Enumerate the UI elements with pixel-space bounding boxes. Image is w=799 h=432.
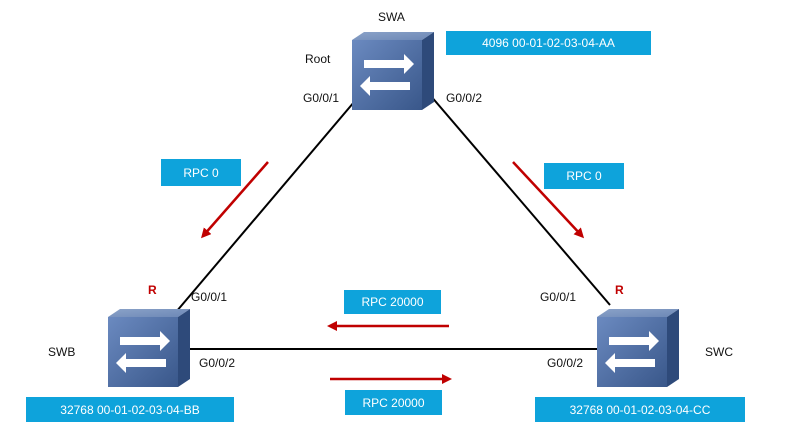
swa-port2: G0/0/2 [446, 91, 483, 105]
arrow-swa-to-swb [201, 161, 269, 239]
swc-port2: G0/0/2 [547, 356, 584, 370]
switch-icon [108, 309, 190, 387]
rpc-label-swa-swc: RPC 0 [544, 163, 624, 189]
rpc-label-swa-swb: RPC 0 [161, 159, 241, 186]
switch-icon [597, 309, 679, 387]
swc-root-port-marker: R [615, 283, 624, 297]
swb-name: SWB [48, 345, 76, 359]
link-swa-swb [164, 94, 361, 326]
link-swa-swc [429, 94, 611, 306]
swa-port1: G0/0/1 [303, 91, 340, 105]
swc-bridge-id: 32768 00-01-02-03-04-CC [535, 397, 745, 422]
swa-bridge-id: 4096 00-01-02-03-04-AA [446, 31, 651, 55]
rpc-label-swc-swb: RPC 20000 [344, 290, 441, 314]
swa-role: Root [305, 52, 331, 66]
swa-name: SWA [378, 10, 405, 24]
swc-name: SWC [705, 345, 733, 359]
rpc-label-swb-swc: RPC 20000 [345, 390, 442, 415]
swb-bridge-id: 32768 00-01-02-03-04-BB [26, 397, 234, 422]
swc-port1: G0/0/1 [540, 290, 577, 304]
swb-port2: G0/0/2 [199, 356, 236, 370]
swb-root-port-marker: R [148, 283, 157, 297]
switch-icon [352, 32, 434, 110]
swb-port1: G0/0/1 [191, 290, 228, 304]
arrow-swa-to-swc [512, 161, 585, 239]
